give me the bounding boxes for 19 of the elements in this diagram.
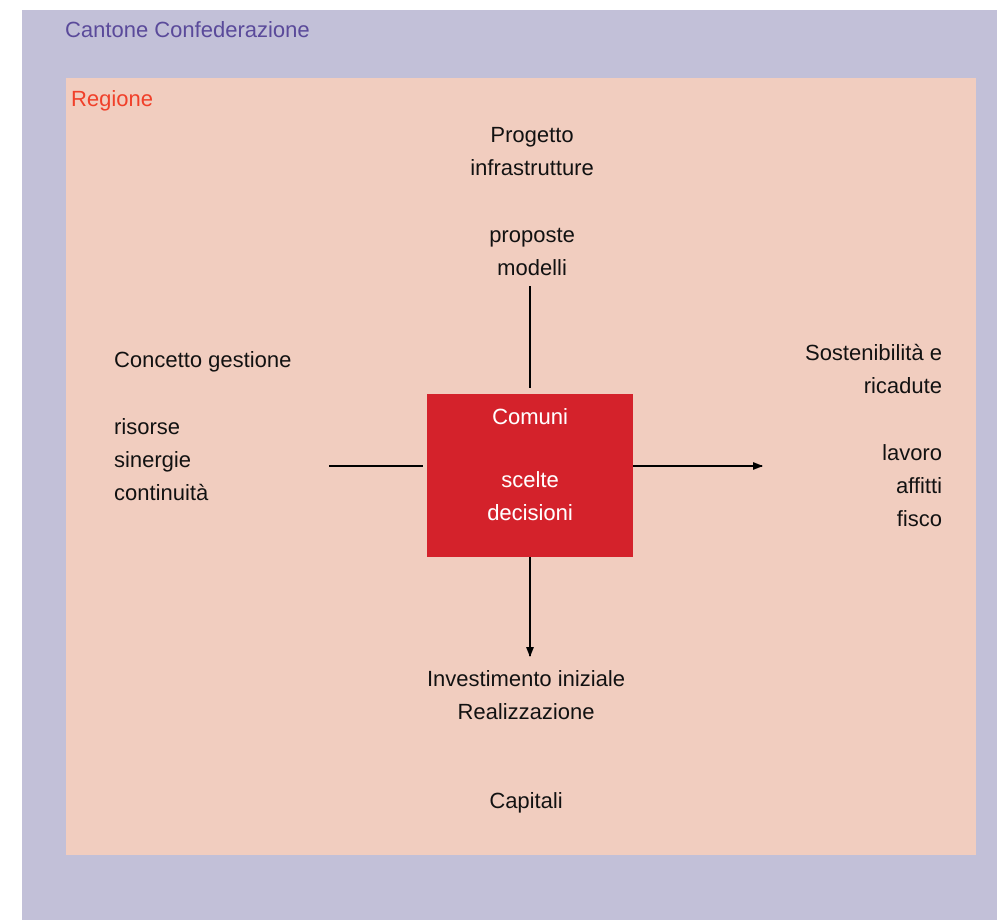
heading-text: Comuni xyxy=(492,403,568,431)
body-text: scelte decisioni xyxy=(486,466,574,527)
region-panel xyxy=(66,78,976,855)
heading-text: Concetto gestione xyxy=(114,346,292,374)
arrow xyxy=(633,462,763,470)
heading-text: Sostenibilità e ricadute xyxy=(804,339,942,400)
arrow xyxy=(526,557,534,657)
body-text: risorse sinergie continuità xyxy=(114,413,210,507)
body-text: lavoro affitti fisco xyxy=(881,439,942,533)
body-text: proposte modelli xyxy=(488,221,576,282)
heading-text: Progetto infrastrutture xyxy=(469,121,595,182)
body-text: Capitali xyxy=(489,787,563,815)
connector-line xyxy=(329,465,423,467)
panel-title: Regione xyxy=(71,85,153,113)
outer-panel xyxy=(22,10,997,920)
panel-title: Cantone Confederazione xyxy=(65,16,310,44)
connector-line xyxy=(529,286,531,388)
decision-box xyxy=(427,394,633,557)
heading-text: Investimento iniziale Realizzazione xyxy=(426,665,626,726)
